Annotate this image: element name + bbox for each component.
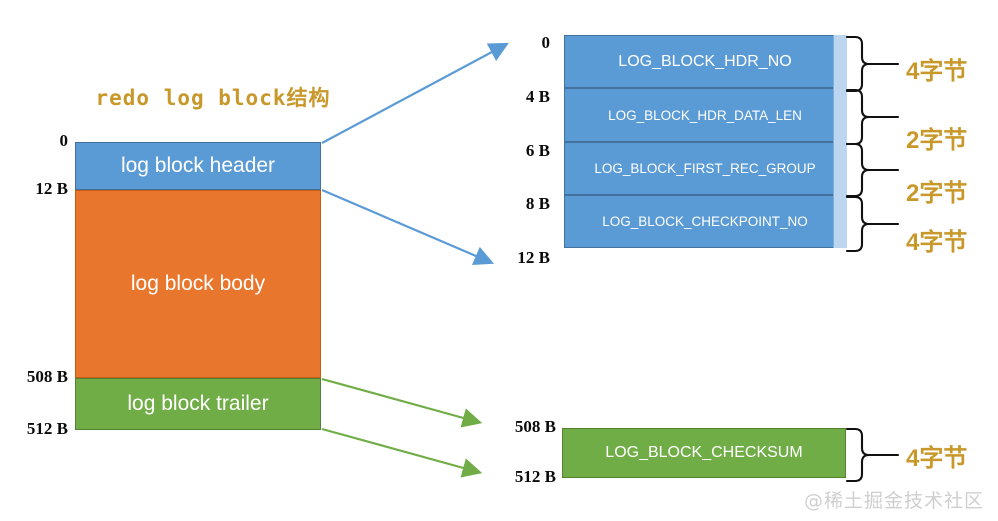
brace-checksum [845,427,900,483]
size-label-hdr-data-len: 2字节 [906,127,968,154]
size-label-checksum: 4字节 [906,445,968,472]
header-field-hdr-no: LOG_BLOCK_HDR_NO [564,35,846,88]
header-callout-arrow-bottom [321,188,495,266]
size-label-hdr-no: 4字节 [906,58,968,85]
log-block-body-box: log block body [75,190,321,378]
brace-first-rec-group [845,142,900,198]
trailer-offset-label-512: 512 B [514,467,556,486]
size-label-checkpoint-no: 4字节 [906,229,968,256]
header-offset-label-0: 0 [541,33,551,52]
watermark: @稀土掘金技术社区 [803,490,984,512]
header-offset-label-8: 8 B [525,194,550,213]
log-block-trailer-box: log block trailer [75,378,321,430]
left-offset-label-12: 12 B [35,179,68,198]
header-callout-arrow-top [321,42,509,144]
diagram-title: redo log block结构 [95,86,331,110]
header-offset-label-12: 12 B [517,248,550,267]
header-offset-label-6: 6 B [525,141,550,160]
trailer-callout-arrow-bottom [321,427,483,478]
trailer-offset-label-508: 508 B [514,417,556,436]
brace-hdr-no [845,35,900,93]
left-offset-label-512: 512 B [26,419,68,438]
size-label-first-rec-group: 2字节 [906,180,968,207]
header-offset-label-4: 4 B [525,87,550,106]
brace-checkpoint-no [845,195,900,253]
trailer-field-checksum: LOG_BLOCK_CHECKSUM [562,428,846,478]
brace-hdr-data-len [845,88,900,146]
header-field-checkpoint-no: LOG_BLOCK_CHECKPOINT_NO [564,195,846,248]
log-block-header-box: log block header [75,142,321,190]
trailer-callout-arrow-top [321,377,483,428]
left-offset-label-508: 508 B [26,367,68,386]
header-field-hdr-data-len: LOG_BLOCK_HDR_DATA_LEN [564,88,846,142]
left-offset-label-0: 0 [59,131,69,150]
header-detail-edge-strip [833,35,847,248]
header-field-first-rec-group: LOG_BLOCK_FIRST_REC_GROUP [564,142,846,195]
